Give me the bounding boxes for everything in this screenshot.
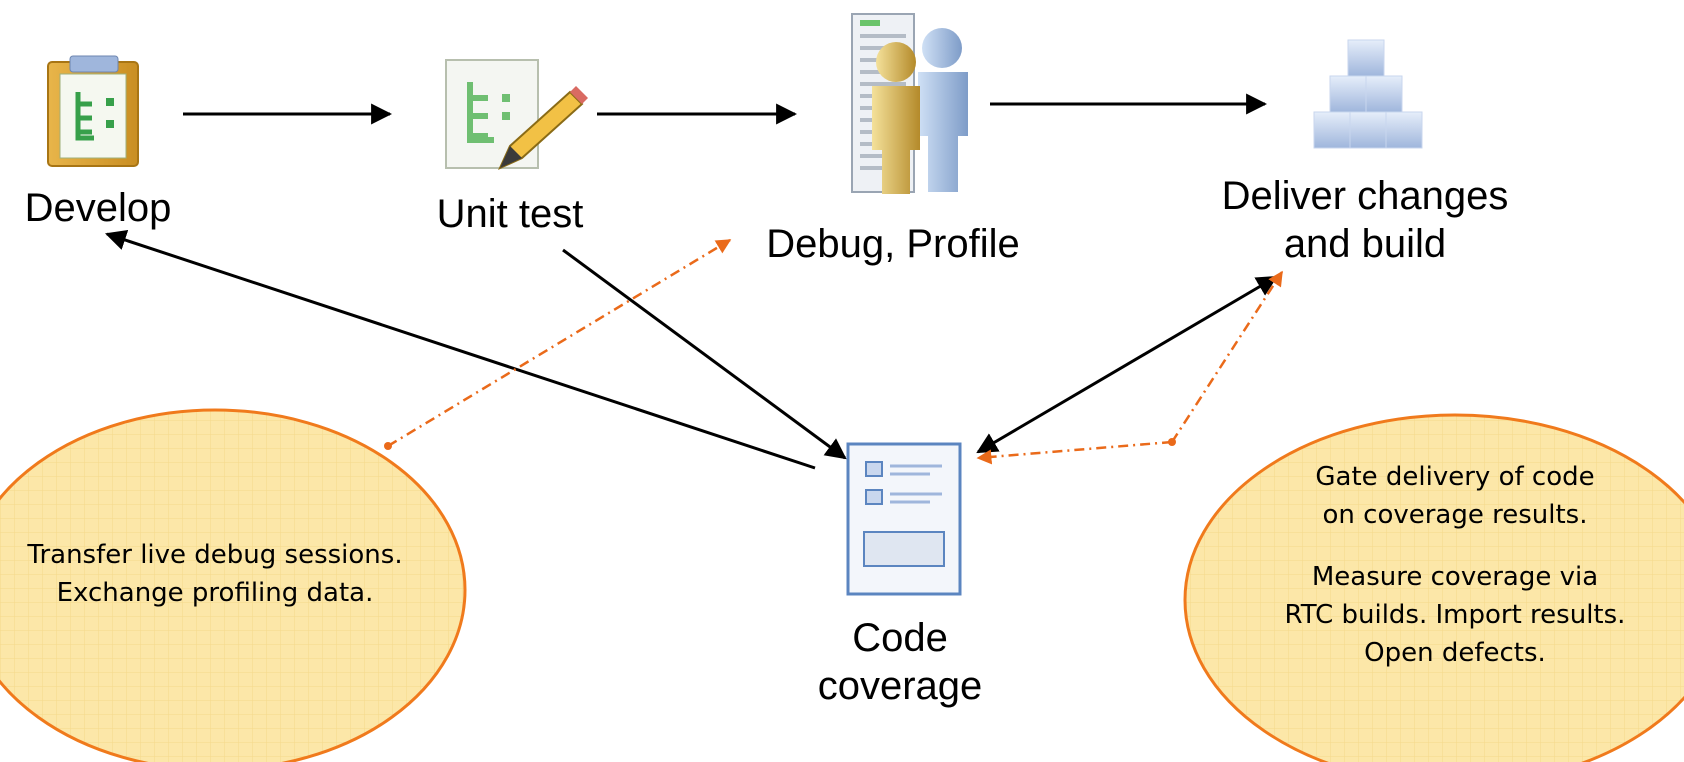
deliver-label-line1: Deliver changes xyxy=(1221,174,1509,218)
left-callout-line1: Transfer live debug sessions. xyxy=(27,540,403,570)
unit-test-label: Unit test xyxy=(436,192,584,236)
dashed-link-right-callout-to-deliver xyxy=(1170,270,1284,443)
arrow-coverage-deliver-bidirectional xyxy=(976,275,1278,454)
right-callout-line5: Open defects. xyxy=(1364,638,1546,668)
blocks-stack-icon xyxy=(1313,39,1423,149)
right-callout-bubble xyxy=(1183,413,1684,762)
left-callout-line2: Exchange profiling data. xyxy=(56,578,374,608)
arrow-unittest-to-coverage xyxy=(562,248,847,460)
dashed-link-left-callout-to-debug xyxy=(387,238,732,448)
right-callout-line1: Gate delivery of code xyxy=(1315,462,1595,492)
test-pencil-icon xyxy=(445,59,588,171)
arrow-coverage-to-develop xyxy=(105,229,816,470)
users-server-icon xyxy=(851,13,968,194)
connector-dot-right xyxy=(1168,438,1176,446)
coverage-label-line1: Code xyxy=(852,616,948,660)
connector-dot-left xyxy=(384,442,392,450)
report-form-icon xyxy=(846,442,962,596)
deliver-label-line2: and build xyxy=(1283,222,1447,266)
right-callout-line4: RTC builds. Import results. xyxy=(1284,600,1626,630)
develop-label: Develop xyxy=(24,186,172,230)
right-callout-line3: Measure coverage via xyxy=(1311,562,1599,592)
left-callout-bubble xyxy=(0,408,467,762)
clipboard-icon xyxy=(47,55,139,167)
right-callout-line2: on coverage results. xyxy=(1322,500,1588,530)
coverage-label-line2: coverage xyxy=(817,664,983,708)
dashed-link-right-callout-to-coverage xyxy=(976,440,1173,465)
debug-profile-label: Debug, Profile xyxy=(766,222,1020,266)
